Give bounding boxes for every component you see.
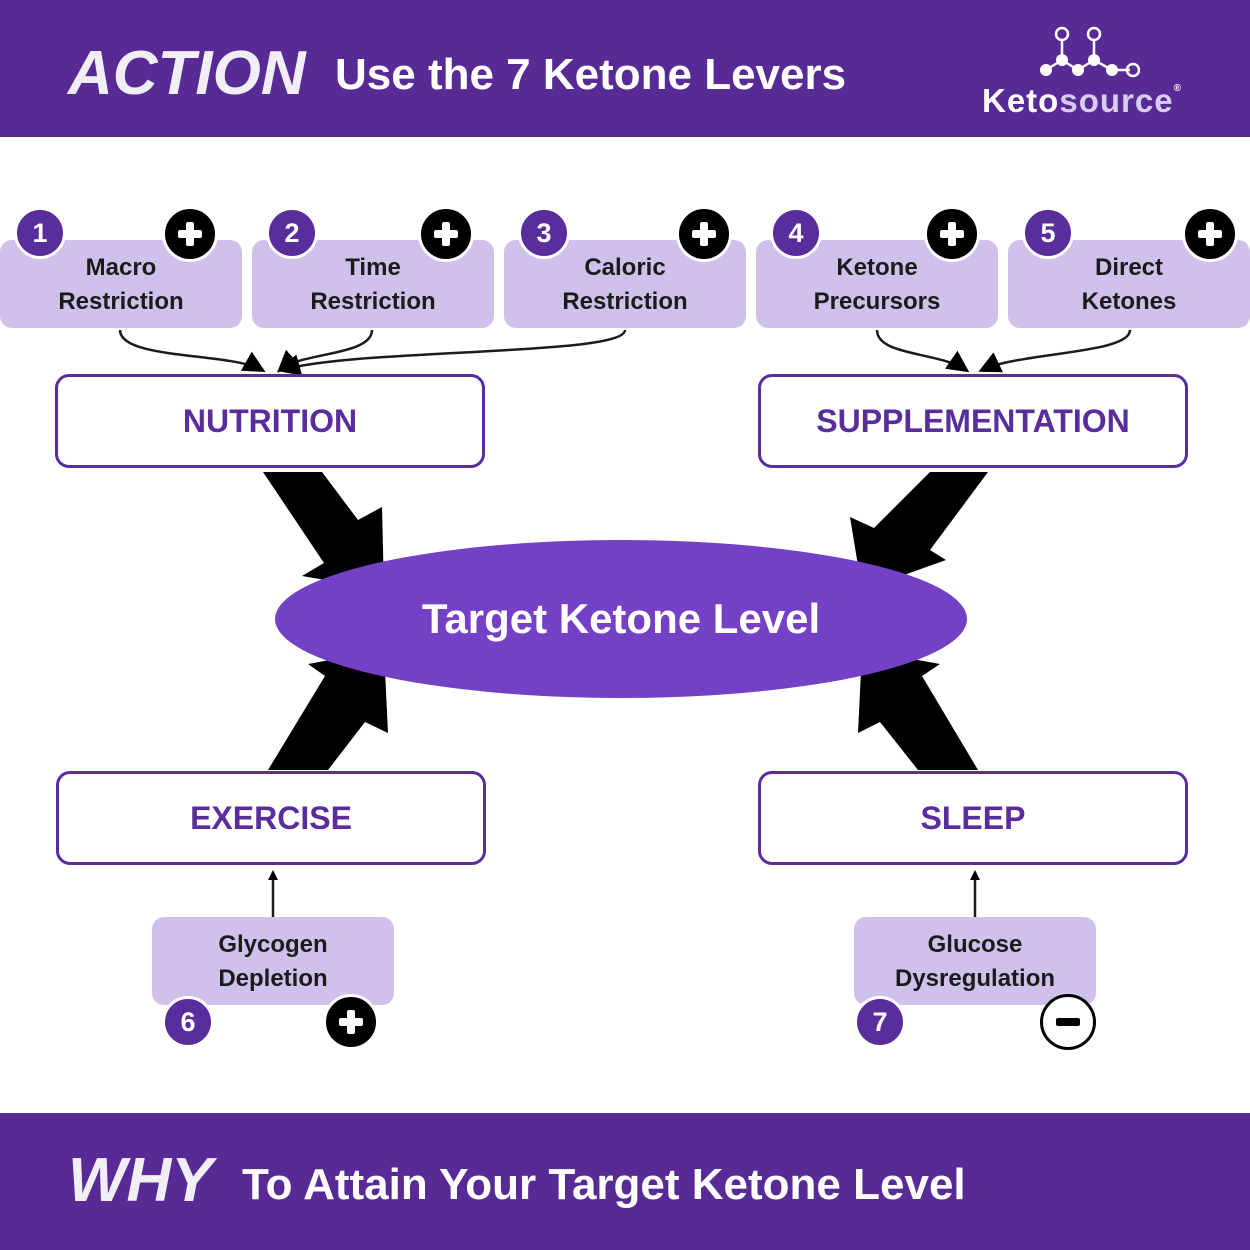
footer-lead: WHY xyxy=(68,1146,213,1215)
lever-number-badge: 2 xyxy=(266,207,318,259)
header-lead: ACTION xyxy=(68,39,306,108)
lever-label-line1: Time xyxy=(345,254,401,281)
big-arrow-supplementation xyxy=(850,472,988,590)
lever-number-badge: 7 xyxy=(854,996,906,1048)
category-supplementation: SUPPLEMENTATION xyxy=(758,374,1188,468)
connector-time xyxy=(277,329,374,373)
plus-icon xyxy=(1182,206,1238,262)
lever-label-line1: Direct xyxy=(1094,254,1164,281)
big-arrow-exercise xyxy=(268,650,388,770)
lever-label-line1: Glycogen xyxy=(218,931,328,958)
connector-macro xyxy=(118,329,266,372)
header-banner: ACTION Use the 7 Ketone Levers Ketosourc… xyxy=(0,0,1250,137)
category-exercise: EXERCISE xyxy=(56,771,486,865)
lever-number-badge: 1 xyxy=(14,207,66,259)
lever-glucose-dysregulation: Glucose Dysregulation xyxy=(854,917,1096,1005)
footer-banner: WHY To Attain Your Target Ketone Level xyxy=(0,1113,1250,1250)
lever-number-badge: 4 xyxy=(770,207,822,259)
lever-label-line2: Precursors xyxy=(813,288,941,315)
minus-icon xyxy=(1040,994,1096,1050)
big-arrow-nutrition xyxy=(263,472,384,590)
lever-number-badge: 6 xyxy=(162,996,214,1048)
big-arrow-sleep xyxy=(858,650,978,770)
plus-icon xyxy=(323,994,379,1050)
plus-icon xyxy=(162,206,218,262)
lever-number-badge: 5 xyxy=(1022,207,1074,259)
lever-number-badge: 3 xyxy=(518,207,570,259)
lever-label-line2: Depletion xyxy=(218,965,328,992)
plus-icon xyxy=(924,206,980,262)
lever-glycogen-depletion: Glycogen Depletion xyxy=(152,917,394,1005)
molecule-icon xyxy=(1040,26,1140,78)
header-title: Use the 7 Ketone Levers xyxy=(335,50,847,99)
category-nutrition: NUTRITION xyxy=(55,374,485,468)
lever-label-line1: Macro xyxy=(85,254,157,281)
connector-precursors xyxy=(875,329,970,373)
ketosource-logo: Ketosource® xyxy=(982,22,1214,122)
plus-icon xyxy=(418,206,474,262)
footer-title: To Attain Your Target Ketone Level xyxy=(242,1160,966,1209)
plus-icon xyxy=(676,206,732,262)
logo-wordmark: Ketosource® xyxy=(982,82,1182,119)
lever-label-line2: Dysregulation xyxy=(894,965,1056,992)
connector-direct xyxy=(978,329,1132,373)
lever-label-line2: Ketones xyxy=(1081,288,1177,315)
lever-label-line2: Restriction xyxy=(310,288,436,315)
target-ketone-level: Target Ketone Level xyxy=(275,540,967,698)
lever-label-line1: Caloric xyxy=(584,254,666,281)
lever-label-line1: Glucose xyxy=(927,931,1023,958)
lever-label-line2: Restriction xyxy=(58,288,184,315)
lever-label-line2: Restriction xyxy=(562,288,688,315)
lever-label-line1: Ketone xyxy=(836,254,918,281)
connector-caloric xyxy=(278,329,627,376)
category-sleep: SLEEP xyxy=(758,771,1188,865)
